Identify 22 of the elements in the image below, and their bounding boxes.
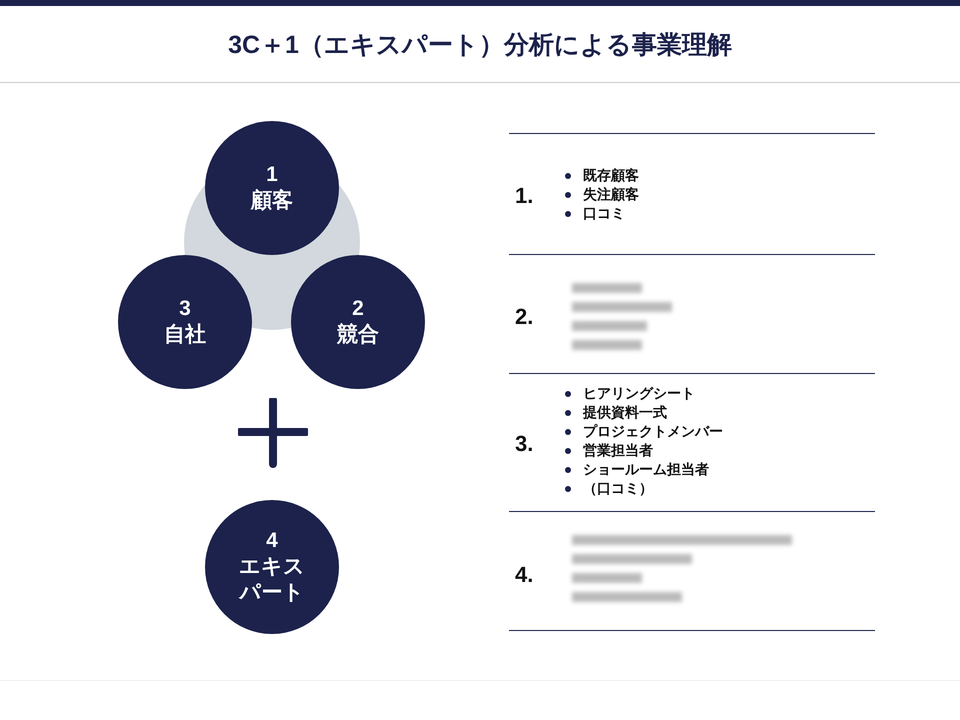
circle-label: エキスパート	[238, 554, 306, 606]
list-item: 失注顧客	[583, 185, 639, 204]
section-number: 1.	[515, 183, 534, 209]
list-item: （口コミ）	[583, 479, 653, 498]
list-item: 既存顧客	[583, 166, 639, 185]
circle-number: 3	[179, 296, 191, 322]
circle-number: 2	[352, 296, 364, 322]
circle-label: 顧客	[250, 188, 294, 214]
section-number: 4.	[515, 562, 534, 588]
circle-number: 4	[266, 528, 278, 554]
section-number: 2.	[515, 304, 534, 330]
list-item: プロジェクトメンバー	[583, 422, 723, 441]
list-item: 提供資料一式	[583, 403, 667, 422]
circle-label: 競合	[336, 322, 380, 348]
list-item: ヒアリングシート	[583, 384, 695, 403]
list-item: 口コミ	[583, 204, 625, 223]
circle-label: 自社	[163, 322, 207, 348]
list-item: 営業担当者	[583, 441, 653, 460]
title: 3C＋1（エキスパート）分析による事業理解	[227, 30, 733, 61]
section-number: 3.	[515, 431, 534, 457]
list-item: ショールーム担当者	[583, 460, 709, 479]
circle-number: 1	[266, 162, 278, 188]
